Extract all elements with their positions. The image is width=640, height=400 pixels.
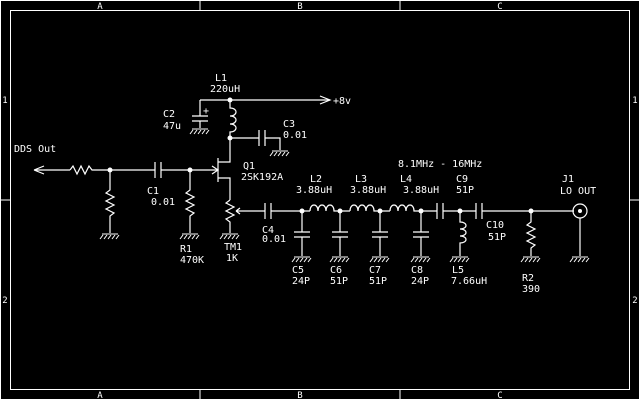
ground-icon	[291, 256, 312, 263]
ground-icon	[189, 128, 210, 135]
c10-ref: C10	[486, 220, 504, 231]
resistor-r2	[525, 211, 537, 256]
ground-icon	[269, 150, 290, 157]
c3-value: 0.01	[283, 130, 307, 141]
tm1-value: 1K	[226, 253, 238, 264]
c7-ref: C7	[369, 265, 381, 276]
l3-ref: L3	[355, 174, 367, 185]
q1-value: 2SK192A	[241, 172, 283, 183]
c9-value: 51P	[456, 185, 474, 196]
l5-ref: L5	[452, 265, 464, 276]
c9-ref: C9	[456, 174, 468, 185]
c4-value: 0.01	[262, 234, 286, 245]
inductor-l1	[229, 100, 237, 150]
zone-label-top-a: A	[97, 2, 103, 12]
ground-icon	[410, 256, 431, 263]
c5-value: 24P	[292, 276, 310, 287]
lowpass-filter: 8.1MHz - 16MHz L2 3.88uH L3 3.88uH L4 3.…	[271, 159, 574, 295]
capacitor-c6	[332, 211, 348, 256]
dds-out-label: DDS Out	[14, 144, 56, 155]
ground-icon	[449, 256, 470, 263]
zone-label-right-1: 1	[632, 96, 637, 106]
c8-ref: C8	[411, 265, 423, 276]
inductor-l4	[389, 204, 437, 212]
connector-j1: J1 LO OUT	[560, 174, 596, 263]
r1-value: 470K	[180, 255, 204, 266]
band-label: 8.1MHz - 16MHz	[398, 159, 482, 170]
l4-value: 3.88uH	[403, 185, 439, 196]
ground-icon	[99, 233, 120, 240]
c3-ref: C3	[283, 119, 295, 130]
tm1-ref: TM1	[224, 242, 242, 253]
dds-series-resistor	[69, 164, 155, 176]
c4-ref: C4	[262, 225, 274, 236]
inductor-l3	[349, 204, 390, 212]
c10-value: 51P	[488, 232, 506, 243]
dds-input-section: DDS Out	[14, 144, 155, 240]
l5-value: 7.66uH	[451, 276, 487, 287]
zone-label-left-2: 2	[2, 296, 7, 306]
supply-label: +8v	[333, 96, 351, 107]
transistor-q1: Q1 2SK192A	[211, 150, 283, 200]
zone-label-left-1: 1	[2, 96, 7, 106]
c2-value: 47u	[163, 121, 181, 132]
c6-ref: C6	[330, 265, 342, 276]
capacitor-c1: C1 0.01	[147, 162, 218, 208]
inductor-l5	[459, 211, 467, 256]
ground-icon	[369, 256, 390, 263]
ground-icon	[569, 256, 590, 263]
dds-arrow-icon	[33, 165, 70, 175]
j1-value: LO OUT	[560, 186, 596, 197]
c6-value: 51P	[330, 276, 348, 287]
l4-ref: L4	[400, 174, 412, 185]
capacitor-c8	[413, 211, 429, 256]
inductor-l2	[309, 204, 350, 212]
ground-icon	[219, 233, 240, 240]
ground-icon	[179, 233, 200, 240]
c1-value: 0.01	[151, 197, 175, 208]
l3-value: 3.88uH	[350, 185, 386, 196]
r2-value: 390	[522, 284, 540, 295]
r1-ref: R1	[180, 244, 192, 255]
capacitor-c7	[372, 211, 388, 256]
resistor-r1: R1 470K	[179, 167, 204, 266]
zone-label-bottom-c: C	[497, 391, 502, 400]
l1-value: 220uH	[210, 84, 240, 95]
capacitor-c5	[294, 211, 310, 256]
dds-shunt-resistor	[104, 170, 116, 233]
l2-ref: L2	[310, 174, 322, 185]
c7-value: 51P	[369, 276, 387, 287]
zone-label-top-c: C	[497, 2, 502, 12]
zone-label-bottom-b: B	[297, 391, 302, 400]
c2-ref: C2	[163, 109, 175, 120]
c2-polarity-icon: +	[203, 106, 209, 117]
c8-value: 24P	[411, 276, 429, 287]
supply-feed: +8v L1 220uH + C2 47u C3 0.01	[163, 73, 351, 157]
c1-ref: C1	[147, 186, 159, 197]
supply-arrow-icon	[319, 95, 332, 105]
zone-label-top-b: B	[297, 2, 302, 12]
ground-icon	[520, 256, 541, 263]
ground-icon	[329, 256, 350, 263]
q1-ref: Q1	[243, 161, 255, 172]
l2-value: 3.88uH	[296, 185, 332, 196]
r2-ref: R2	[522, 273, 534, 284]
capacitor-c10	[475, 203, 574, 219]
l1-ref: L1	[215, 73, 227, 84]
capacitor-c4: C4 0.01	[262, 203, 286, 245]
zone-label-bottom-a: A	[97, 391, 103, 400]
c5-ref: C5	[292, 265, 304, 276]
j1-ref: J1	[562, 174, 574, 185]
capacitor-c9	[436, 203, 476, 219]
zone-label-right-2: 2	[632, 296, 637, 306]
trimmer-tm1: TM1 1K	[219, 199, 265, 264]
